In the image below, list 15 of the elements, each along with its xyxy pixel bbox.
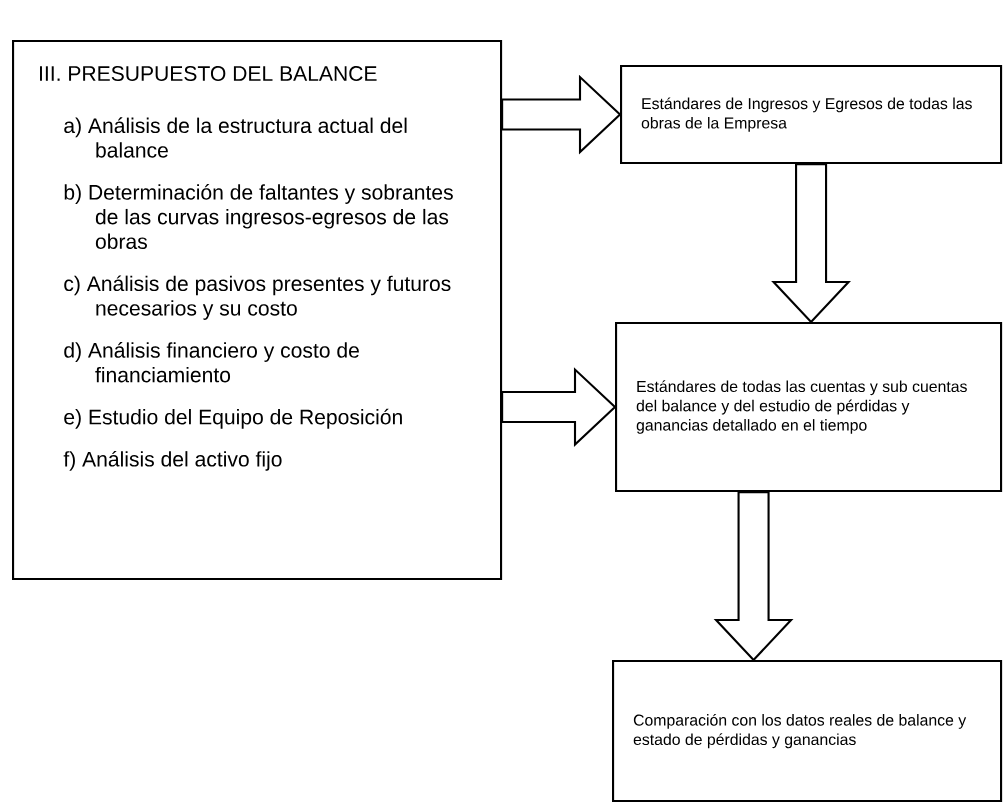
list-item: c) Análisis de pasivos presentes y futuros necesarios y su costo <box>64 275 451 320</box>
list-item: d) Análisis financiero y costo de financiamiento <box>64 342 359 383</box>
process-box: Estándares de Ingresos y Egresos de todas las obras de la Empresa <box>620 65 1003 165</box>
list-item: e) Estudio del Equipo de Reposición <box>64 408 402 429</box>
heading: III. PRESUPUESTO DEL BALANCE <box>40 66 377 81</box>
block-arrow <box>501 74 622 155</box>
list-box <box>12 40 503 581</box>
list-item: a) Análisis de la estructura actual del balance <box>64 117 407 158</box>
process-box: Estándares de todas las cuentas y sub cuentas del balance y del estudio de pérdidas y ganancias detallado en el tiempo <box>615 322 1003 493</box>
block-arrow <box>713 491 794 662</box>
block-arrow <box>501 367 617 447</box>
block-arrow <box>771 163 851 324</box>
process-box: Comparación con los datos reales de balance y estado de pérdidas y ganancias <box>612 660 1003 803</box>
list-item: b) Determinación de faltantes y sobrantes de las curvas ingresos-egresos de las obras <box>64 184 453 249</box>
list-item: f) Análisis del activo fijo <box>63 450 282 471</box>
